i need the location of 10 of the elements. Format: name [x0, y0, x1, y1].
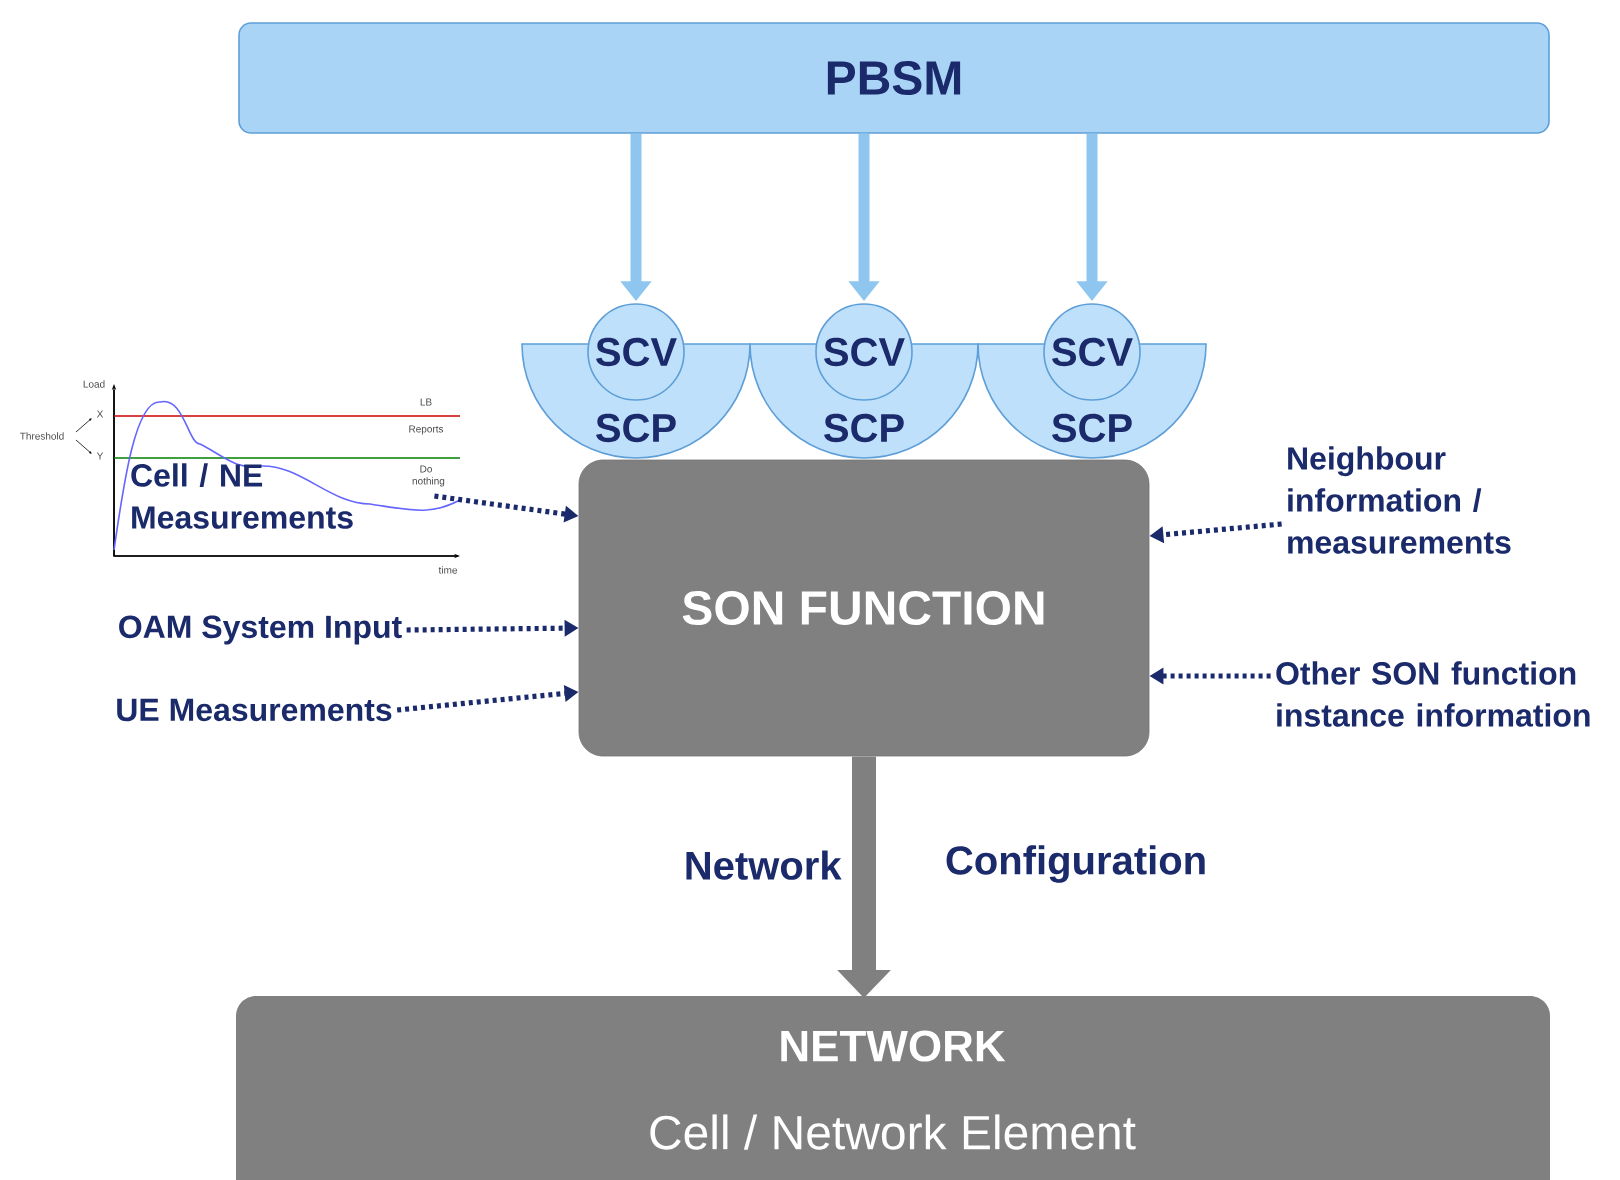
input-label: Cell / NE Measurements: [131, 463, 353, 529]
input-label: OAM System Input: [119, 615, 402, 645]
input-label: UE Measurements: [117, 698, 392, 722]
banner-box: PBSM: [238, 22, 1550, 134]
edge-label: Network: [686, 850, 842, 880]
label: Configuration: [946, 845, 1205, 883]
input-label: Other SON function instance information: [1276, 661, 1590, 727]
input-label: Neighbour information / measurements: [1288, 446, 1511, 554]
function-box: SON FUNCTION: [578, 459, 1150, 757]
network-box: NETWORK Cell / Network Element: [236, 996, 1550, 1180]
